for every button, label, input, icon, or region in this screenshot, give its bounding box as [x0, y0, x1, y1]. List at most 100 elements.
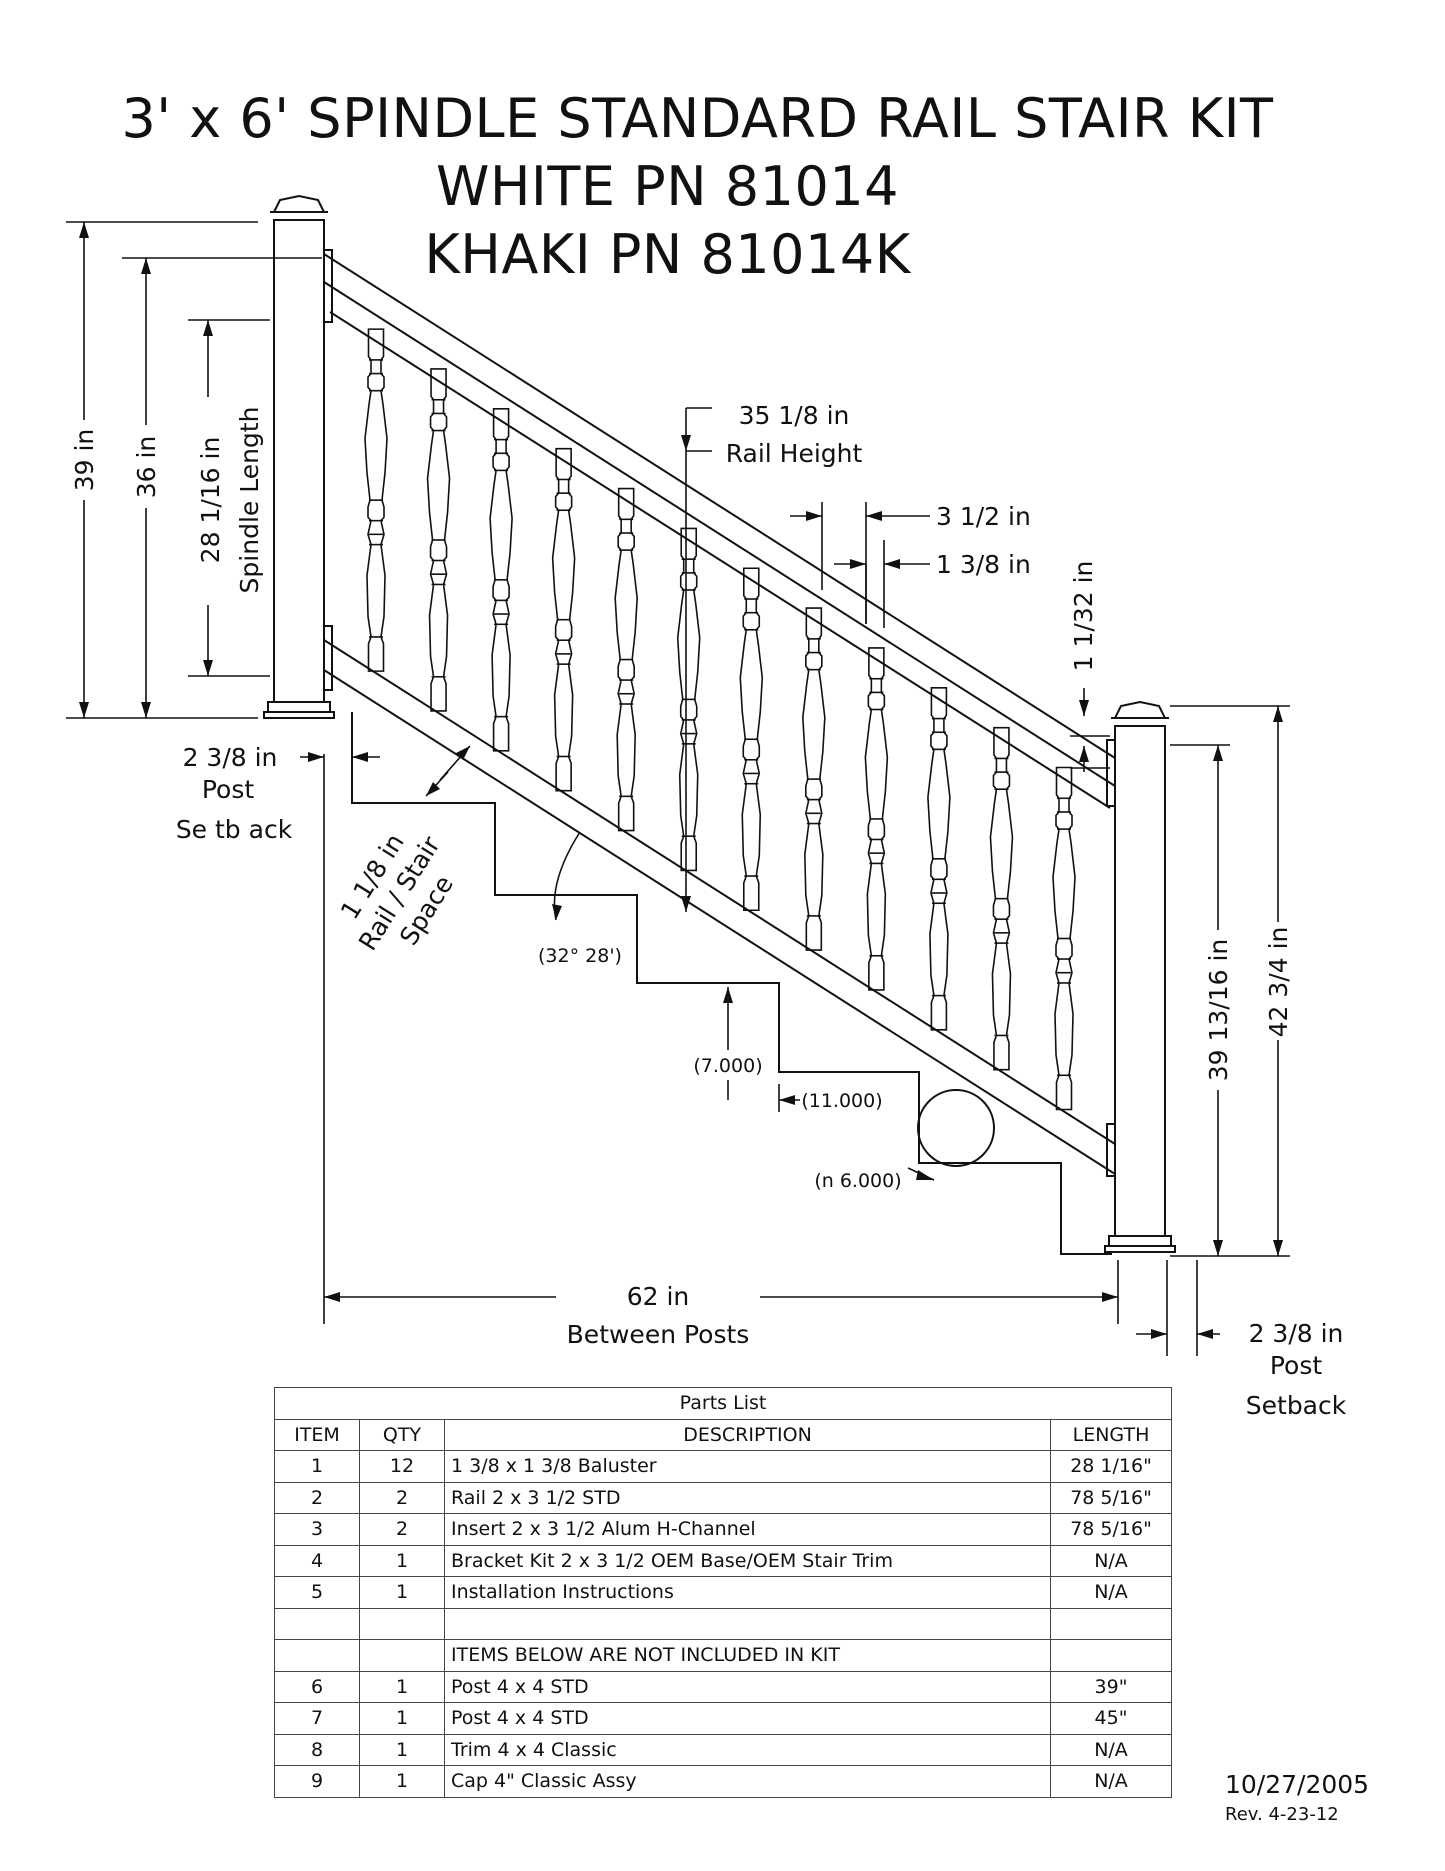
- dim-diameter: (n 6.000): [814, 1170, 901, 1192]
- parts-list-table: Parts List ITEM QTY DESCRIPTION LENGTH 1…: [274, 1387, 1172, 1798]
- cell-item: 4: [274, 1544, 360, 1577]
- parts-list-caption-row: Parts List: [274, 1387, 1172, 1420]
- dim-rail-height-value: 35 1/8 in: [739, 401, 850, 430]
- cell-qty: [359, 1607, 445, 1640]
- table-row: ITEMS BELOW ARE NOT INCLUDED IN KIT: [274, 1639, 1172, 1672]
- cell-length: 39": [1050, 1670, 1172, 1703]
- cell-description: 1 3/8 x 1 3/8 Baluster: [444, 1450, 1051, 1483]
- baluster: [739, 567, 764, 912]
- cell-qty: [359, 1639, 445, 1672]
- cell-qty: 2: [359, 1481, 445, 1514]
- drawing-date: 10/27/2005: [1225, 1770, 1370, 1799]
- dim-rail-height-label: Rail Height: [726, 439, 863, 468]
- dim-post-setback-right-value: 2 3/8 in: [1249, 1319, 1344, 1348]
- dim-post-right-inner: 39 13/16 in: [1204, 939, 1233, 1082]
- cell-description: Cap 4" Classic Assy: [444, 1765, 1051, 1798]
- cell-qty: 1: [359, 1670, 445, 1703]
- dim-rail-width: 3 1/2 in: [936, 502, 1031, 531]
- cell-length: N/A: [1050, 1765, 1172, 1798]
- table-row: [274, 1607, 1172, 1640]
- left-post: [263, 194, 335, 719]
- cell-description: [444, 1607, 1051, 1640]
- cell-item: 3: [274, 1513, 360, 1546]
- cell-item: 1: [274, 1450, 360, 1483]
- title-line-2: WHITE PN 81014: [435, 155, 900, 218]
- cell-qty: 1: [359, 1544, 445, 1577]
- cell-length: 78 5/16": [1050, 1513, 1172, 1546]
- cell-qty: 12: [359, 1450, 445, 1483]
- cell-qty: 1: [359, 1576, 445, 1609]
- dim-baluster-width: 1 3/8 in: [936, 550, 1031, 579]
- baluster: [614, 487, 638, 832]
- dim-rise: (7.000): [693, 1055, 762, 1077]
- baluster: [676, 527, 701, 872]
- cell-qty: 1: [359, 1702, 445, 1735]
- dim-rail-gap: 1 1/32 in: [1069, 561, 1098, 672]
- header-length: LENGTH: [1050, 1418, 1172, 1451]
- cell-length: N/A: [1050, 1544, 1172, 1577]
- baluster: [802, 607, 826, 951]
- dim-between-posts-label: Between Posts: [567, 1320, 750, 1349]
- cell-item: 6: [274, 1670, 360, 1703]
- cell-length: 28 1/16": [1050, 1450, 1172, 1483]
- revision-label: Rev. 4-23-12: [1225, 1804, 1339, 1825]
- dim-between-posts-value: 62 in: [627, 1282, 690, 1311]
- dim-post-setback-left-label1: Post: [202, 775, 255, 804]
- cell-item: 8: [274, 1733, 360, 1766]
- dim-36-in: 36 in: [132, 436, 161, 499]
- dim-spindle-length-label: Spindle Length: [235, 407, 264, 594]
- bottom-rail: [323, 625, 1116, 1177]
- cell-item: [274, 1639, 360, 1672]
- dim-post-setback-right-label1: Post: [1270, 1351, 1323, 1380]
- parts-list-caption: Parts List: [274, 1387, 1172, 1420]
- cell-item: 5: [274, 1576, 360, 1609]
- cell-description: Rail 2 x 3 1/2 STD: [444, 1481, 1051, 1514]
- header-qty: QTY: [359, 1418, 445, 1451]
- cell-qty: 1: [359, 1733, 445, 1766]
- cell-description: Trim 4 x 4 Classic: [444, 1733, 1051, 1766]
- parts-list-header-row: ITEM QTY DESCRIPTION LENGTH: [274, 1418, 1172, 1451]
- dim-post-setback-left-value: 2 3/8 in: [183, 743, 278, 772]
- baluster: [489, 408, 513, 752]
- dim-run: (11.000): [801, 1090, 882, 1112]
- cell-qty: 2: [359, 1513, 445, 1546]
- cell-length: N/A: [1050, 1576, 1172, 1609]
- cell-length: [1050, 1607, 1172, 1640]
- title-line-1: 3' x 6' SPINDLE STANDARD RAIL STAIR KIT: [121, 87, 1274, 150]
- title-line-3: KHAKI PN 81014K: [424, 223, 911, 286]
- cell-description: ITEMS BELOW ARE NOT INCLUDED IN KIT: [444, 1639, 1051, 1672]
- cell-length: N/A: [1050, 1733, 1172, 1766]
- cell-description: Post 4 x 4 STD: [444, 1670, 1051, 1703]
- header-description: DESCRIPTION: [444, 1418, 1051, 1451]
- stair-profile: [351, 712, 1112, 1255]
- dim-39-in: 39 in: [70, 429, 99, 492]
- baluster: [927, 687, 951, 1031]
- cell-description: Insert 2 x 3 1/2 Alum H-Channel: [444, 1513, 1051, 1546]
- cell-item: 2: [274, 1481, 360, 1514]
- cell-description: Installation Instructions: [444, 1576, 1051, 1609]
- cell-item: [274, 1607, 360, 1640]
- baluster: [364, 328, 388, 672]
- baluster: [1052, 766, 1076, 1111]
- cell-item: 7: [274, 1702, 360, 1735]
- dim-angle: (32° 28'): [538, 945, 622, 967]
- header-item: ITEM: [274, 1418, 360, 1451]
- top-rail: [323, 249, 1116, 809]
- cell-length: [1050, 1639, 1172, 1672]
- dim-post-setback-right-label2: Setback: [1246, 1391, 1347, 1420]
- cell-length: 45": [1050, 1702, 1172, 1735]
- dim-spindle-length-value: 28 1/16 in: [196, 437, 225, 564]
- right-post: [1104, 700, 1176, 1253]
- cell-description: Bracket Kit 2 x 3 1/2 OEM Base/OEM Stair…: [444, 1544, 1051, 1577]
- baluster: [989, 726, 1014, 1071]
- dim-post-setback-left-label2: Se tb ack: [176, 815, 293, 844]
- cell-qty: 1: [359, 1765, 445, 1798]
- cell-item: 9: [274, 1765, 360, 1798]
